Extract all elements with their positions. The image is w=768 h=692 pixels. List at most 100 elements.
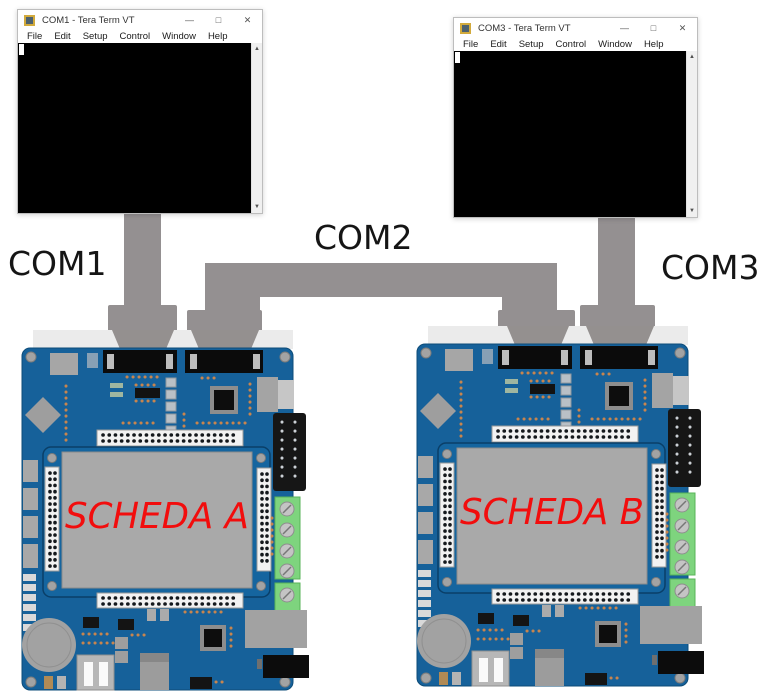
com2-label: COM2 (314, 218, 413, 257)
maximize-icon[interactable]: □ (650, 23, 657, 33)
db9-socket-1 (103, 350, 177, 373)
title-bar[interactable]: COM3 - Tera Term VT — □ ✕ (454, 18, 697, 38)
resistor (505, 379, 518, 384)
window-title: COM1 - Tera Term VT (42, 14, 135, 26)
corner-screw-icons (420, 347, 686, 684)
menu-setup[interactable]: Setup (518, 39, 544, 50)
scroll-up-icon[interactable]: ▲ (254, 46, 260, 52)
display-module: SCHEDA B (437, 442, 666, 594)
mcu-chip-1 (210, 386, 238, 414)
title-bar[interactable]: COM1 - Tera Term VT — □ ✕ (18, 10, 262, 30)
menu-edit[interactable]: Edit (490, 39, 507, 50)
menu-control[interactable]: Control (119, 31, 151, 42)
component-box-3 (640, 606, 702, 644)
soic-chip (134, 383, 162, 403)
resistor (110, 383, 123, 388)
pin-header-bottom (491, 588, 639, 605)
tera-term-app-icon (24, 14, 35, 26)
diamond-component (420, 393, 456, 429)
resistor (505, 388, 518, 393)
menu-setup[interactable]: Setup (82, 31, 108, 42)
menu-edit[interactable]: Edit (54, 31, 71, 42)
scroll-down-icon[interactable]: ▼ (254, 204, 260, 210)
db9-shell-right (586, 326, 654, 345)
connector-box (652, 373, 673, 408)
dev-board: SCHEDA A (21, 330, 309, 691)
component-pad (510, 647, 523, 659)
tera-term-window-com3: COM3 - Tera Term VT — □ ✕ File Edit Setu… (453, 17, 698, 218)
capacitor (57, 676, 66, 689)
terminal-screen[interactable] (454, 51, 687, 217)
com1-cable-plug (108, 305, 177, 333)
maximize-icon[interactable]: □ (215, 15, 222, 25)
small-chip (478, 613, 494, 624)
menu-window[interactable]: Window (598, 39, 632, 50)
component-box-3 (245, 610, 307, 648)
pin-header-top (491, 425, 639, 443)
component-pad (160, 609, 169, 621)
com2-cable-span (205, 263, 557, 297)
menu-help[interactable]: Help (207, 31, 228, 42)
small-chip (585, 673, 607, 685)
terminal-block-1 (669, 492, 696, 576)
connector-box-tab (278, 380, 294, 409)
board-label: SCHEDA A (65, 496, 249, 537)
scroll-down-icon[interactable]: ▼ (689, 208, 695, 214)
small-chip (83, 617, 99, 628)
window-title: COM3 - Tera Term VT (478, 22, 571, 34)
db9-socket-2 (580, 346, 658, 369)
component-pad (115, 651, 128, 663)
terminal-cursor (455, 52, 460, 63)
component-box-1 (445, 349, 473, 371)
component-pad (147, 609, 156, 621)
power-connector (257, 655, 309, 678)
terminal-screen[interactable] (18, 43, 252, 213)
db9-shell-right (191, 330, 259, 349)
battery-holder (22, 618, 76, 672)
terminal-block-1 (274, 496, 301, 580)
small-chip (513, 615, 529, 626)
scrollbar[interactable]: ▲ ▼ (251, 43, 262, 213)
mcu-chip-2 (595, 621, 621, 647)
lcd-panel (456, 447, 648, 585)
menu-help[interactable]: Help (643, 39, 664, 50)
pin-header-bottom (96, 592, 244, 609)
db9-shell-left (112, 330, 174, 349)
resistor (110, 392, 123, 397)
minimize-icon[interactable]: — (620, 23, 629, 33)
menu-file[interactable]: File (463, 39, 479, 50)
pin-header-right (256, 467, 272, 572)
menu-file[interactable]: File (27, 31, 43, 42)
com3-cable (598, 217, 635, 306)
small-chip (190, 677, 212, 689)
menu-window[interactable]: Window (162, 31, 196, 42)
close-icon[interactable]: ✕ (243, 15, 252, 25)
display-module: SCHEDA A (42, 446, 271, 598)
scroll-up-icon[interactable]: ▲ (689, 54, 695, 60)
menu-control[interactable]: Control (555, 39, 587, 50)
minimize-icon[interactable]: — (185, 15, 194, 25)
battery-holder (417, 614, 471, 668)
board-scheda-a: SCHEDA A (14, 328, 316, 692)
pin-header-right (651, 463, 667, 568)
close-icon[interactable]: ✕ (678, 23, 687, 33)
scrollbar[interactable]: ▲ ▼ (686, 51, 697, 217)
lcd-panel (61, 451, 253, 589)
tera-term-window-com1: COM1 - Tera Term VT — □ ✕ File Edit Setu… (17, 9, 263, 214)
board-scheda-b: SCHEDA B (409, 324, 711, 688)
db9-shell-left (507, 326, 569, 345)
menu-bar: File Edit Setup Control Window Help (18, 30, 262, 43)
terminal-cursor (19, 44, 24, 55)
capacitor (44, 676, 53, 689)
menu-bar: File Edit Setup Control Window Help (454, 38, 697, 51)
edge-pads (418, 456, 433, 564)
idc-connector (668, 409, 701, 487)
corner-screw-icons (25, 351, 291, 688)
component-pad (510, 633, 523, 645)
capacitor (452, 672, 461, 685)
connector-box (257, 377, 278, 412)
edge-pads (23, 460, 38, 568)
board-label: SCHEDA B (460, 492, 644, 533)
com1-cable (124, 213, 161, 306)
